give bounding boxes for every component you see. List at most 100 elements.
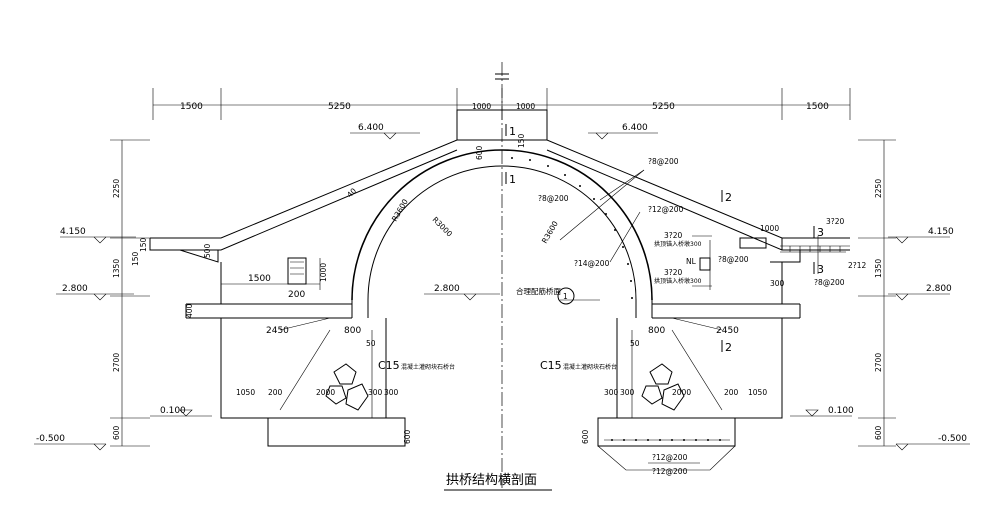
left-dim-150-a: 150	[131, 251, 140, 266]
dim-top-5250-right: 5250	[652, 102, 675, 112]
left-dim-600: 600	[403, 429, 412, 444]
elevation-marker-upper-left	[60, 236, 136, 244]
nl-label: NL	[686, 257, 697, 266]
nl-top-note: 拱顶锚入桥墩300	[654, 240, 702, 248]
arch-rebar-dots	[511, 157, 633, 299]
right-dim-50: 50	[630, 339, 640, 348]
dim-top-5250-left: 5250	[328, 102, 351, 112]
elev-base-right: -0.500	[938, 434, 967, 444]
elevation-marker-crown-left	[350, 132, 420, 140]
right-end-rebar-detail	[780, 236, 850, 274]
vdim-right-600: 600	[874, 425, 883, 440]
rebar-label-2: ?8@200	[538, 194, 569, 203]
left-dim-200: 200	[288, 290, 305, 300]
right-dim-200: 200	[724, 388, 739, 397]
left-abutment	[220, 317, 406, 447]
left-dim-150-b: 150	[139, 237, 148, 252]
section-3-top: 3	[817, 226, 824, 239]
section-2-top: 2	[725, 191, 732, 204]
left-r-outer: R3600	[390, 197, 410, 223]
left-dim-400: 400	[185, 303, 194, 318]
right-dim-300b: 300	[620, 388, 635, 397]
elevation-marker-mid-center	[424, 293, 500, 301]
elev-mid-left: 2.800	[62, 284, 88, 294]
elev-upper-right: 4.150	[928, 227, 954, 237]
right-footing-rebar-dots	[611, 439, 721, 441]
right-dim-1000: 1000	[760, 224, 779, 233]
elevation-marker-low-left	[150, 409, 212, 417]
right-footing-trapezoid	[597, 445, 736, 471]
elev-base-left: -0.500	[36, 434, 65, 444]
left-dim-300a: 300	[368, 388, 383, 397]
vdim-right-2700: 2700	[874, 353, 883, 372]
nl-bottom-note: 拱顶锚入桥墩300	[654, 277, 702, 285]
left-dim-1050: 1050	[236, 388, 255, 397]
left-dim-200b: 200	[268, 388, 283, 397]
rebar-label-7: ?8@200	[814, 278, 845, 287]
springing-beams	[185, 262, 801, 319]
elev-low-right: 0.100	[828, 406, 854, 416]
right-dim-1050: 1050	[748, 388, 767, 397]
right-dim-2450: 2450	[716, 326, 739, 336]
section-markers	[505, 124, 815, 352]
dim-top-1000-right: 1000	[516, 102, 535, 111]
left-r-inner: R3000	[431, 215, 455, 239]
section-1-top: 1	[509, 125, 516, 138]
vdim-left-2250: 2250	[112, 179, 121, 198]
left-dim-300b: 300	[384, 388, 399, 397]
right-dim-2000: 2000	[672, 388, 691, 397]
left-dim-2450: 2450	[266, 326, 289, 336]
right-dim-150: 150	[517, 133, 526, 148]
elev-mid-center: 2.800	[434, 284, 460, 294]
right-r-arch: R3600	[540, 219, 560, 245]
section-2-bottom: 2	[725, 341, 732, 354]
left-c15-note: 混凝土灌砌块石桥台	[401, 363, 455, 371]
elevation-marker-upper-right	[888, 236, 950, 244]
left-dim-800: 800	[344, 326, 361, 336]
vdim-left-2700: 2700	[112, 353, 121, 372]
elevation-marker-crown-right	[588, 132, 658, 140]
left-dim-500: 500	[203, 243, 212, 258]
elevation-marker-base-right	[895, 443, 970, 451]
elevation-marker-low-right	[790, 409, 852, 417]
detail-callout-circle	[557, 287, 575, 305]
left-dim-2000: 2000	[316, 388, 335, 397]
deck-outline	[149, 109, 850, 263]
pipe-note: 合理配筋桥面	[516, 286, 561, 296]
section-3-bottom: 3	[817, 263, 824, 276]
detail-callout-number: 1	[563, 292, 568, 301]
rubble-stone-left	[325, 363, 369, 411]
elev-low-left: 0.100	[160, 406, 186, 416]
top-dimension-line	[152, 88, 851, 120]
elev-crown-right: 6.400	[622, 123, 648, 133]
left-dim-1500: 1500	[248, 274, 271, 284]
right-c15: C15	[540, 359, 562, 372]
rebar-label-10: 3?20	[664, 268, 683, 277]
vdim-right-1350: 1350	[874, 259, 883, 278]
rebar-leaders	[559, 169, 712, 301]
rebar-label-11: ?12@200	[652, 453, 688, 462]
rebar-label-12: ?12@200	[652, 467, 688, 476]
arch	[351, 149, 653, 318]
left-dim-40: 40	[345, 186, 358, 199]
right-abutment	[597, 317, 783, 447]
left-dim-1000: 1000	[319, 263, 328, 282]
elevation-marker-mid-right	[888, 293, 950, 301]
rebar-label-8: 3?20	[664, 231, 683, 240]
right-dim-600: 600	[581, 429, 590, 444]
rebar-label-5: 3?20	[826, 217, 845, 226]
right-vertical-dimension	[858, 139, 896, 447]
right-dim-800: 800	[648, 326, 665, 336]
right-dim-300: 300	[770, 279, 785, 288]
rebar-label-1: ?8@200	[648, 157, 679, 166]
vdim-left-600: 600	[112, 425, 121, 440]
rebar-label-9: ?8@200	[718, 255, 749, 264]
rebar-label-4: ?14@200	[574, 259, 610, 268]
left-dim-50: 50	[366, 339, 376, 348]
vdim-right-2250: 2250	[874, 179, 883, 198]
drawing-title: 拱桥结构横剖面	[446, 473, 537, 488]
left-post-detail	[221, 257, 321, 290]
right-dim-300a: 300	[604, 388, 619, 397]
vdim-left-1350: 1350	[112, 259, 121, 278]
